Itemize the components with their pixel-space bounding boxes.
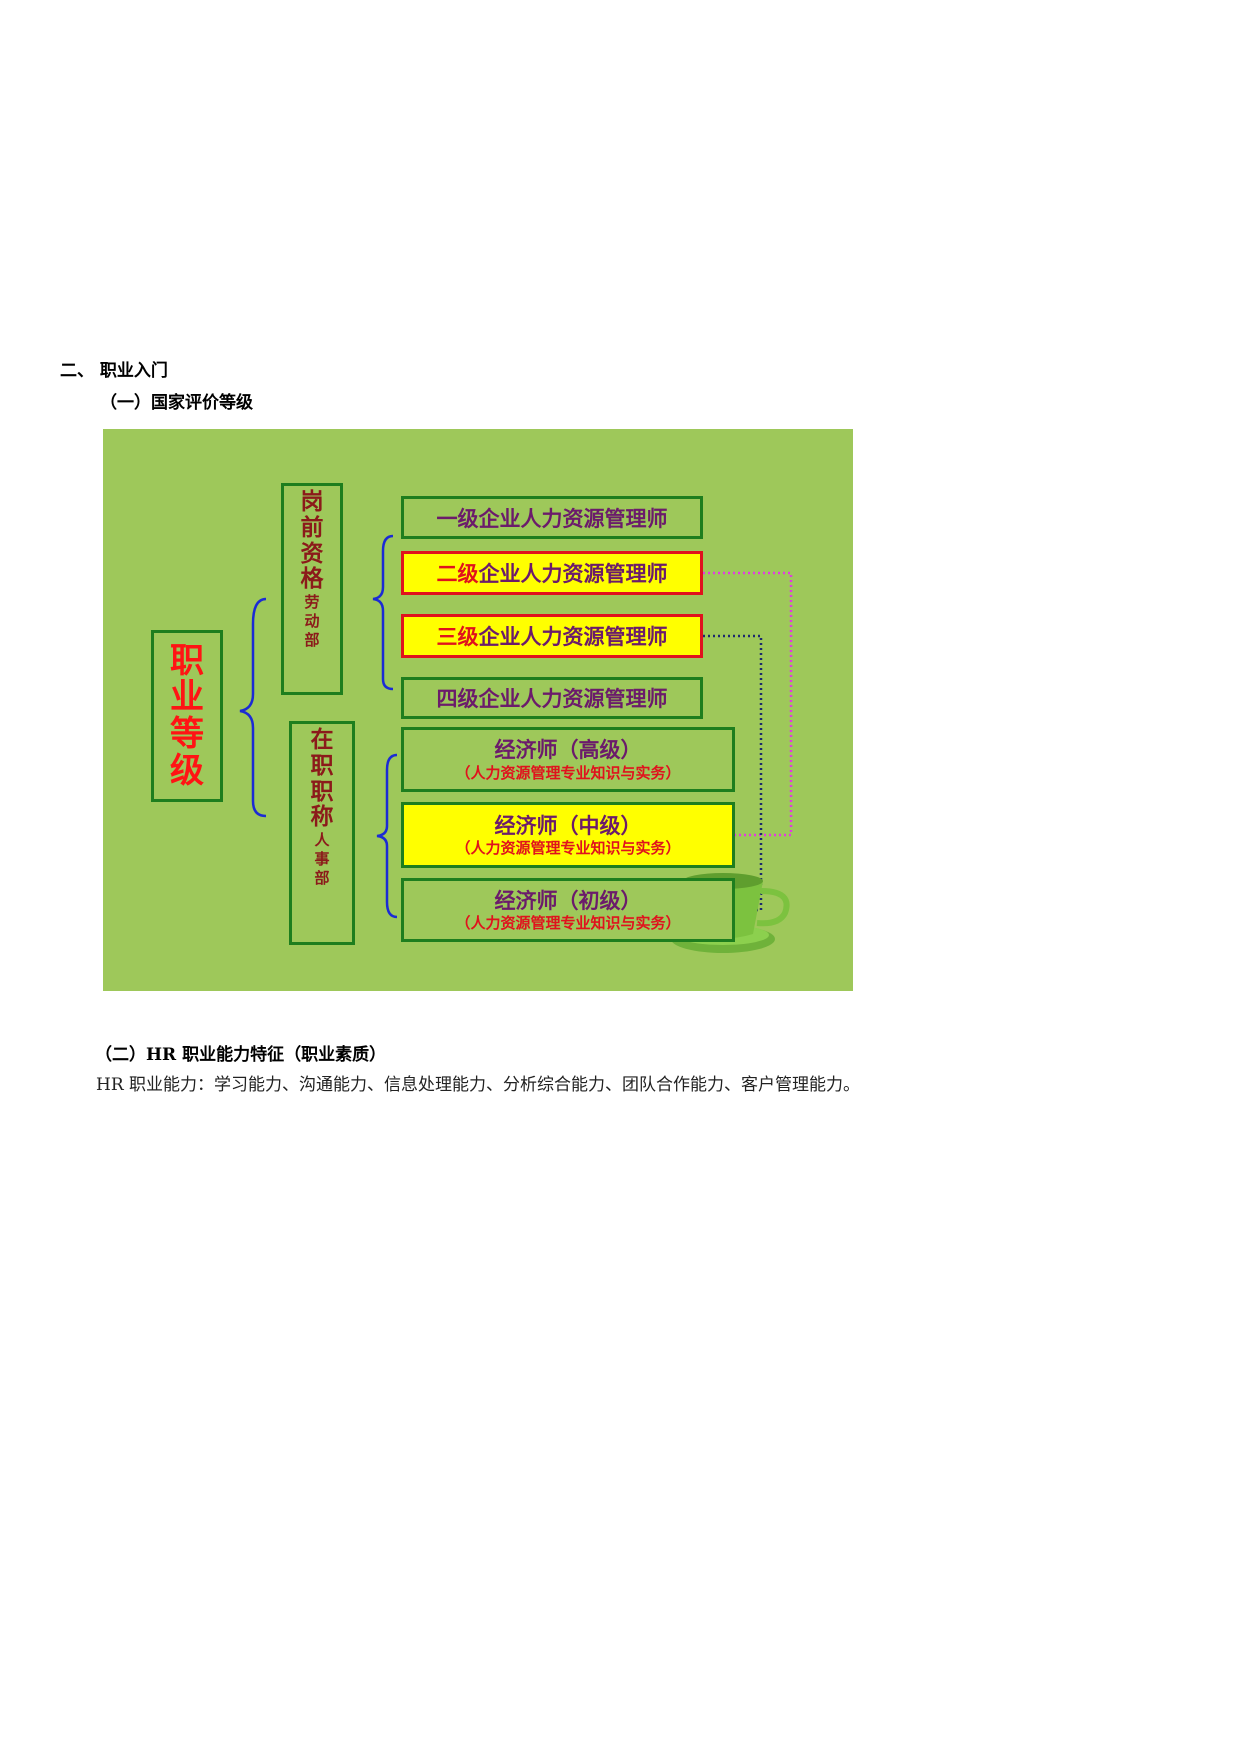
inservice-sub-char: 人: [314, 831, 330, 849]
link-level2-econ-mid: [703, 571, 793, 837]
career-grade-diagram: 职 业 等 级 岗 前 资 格 劳 动 部 在 职 职 称 人 事 部 一级企业…: [103, 429, 853, 991]
brace-main: [239, 597, 267, 818]
inservice-char: 职: [310, 752, 334, 779]
main-char: 业: [170, 677, 204, 718]
level-prefix: 一级: [436, 506, 479, 531]
level-title: 企业人力资源管理师: [478, 506, 668, 531]
brace-pre-job: [372, 534, 394, 691]
level-prefix: 四级: [436, 687, 479, 711]
level-title: 企业人力资源管理师: [478, 625, 668, 649]
level-title: 企业人力资源管理师: [478, 687, 668, 711]
economist-junior: 经济师（初级） （人力资源管理专业知识与实务）: [401, 878, 735, 942]
hr-competency-paragraph: HR 职业能力：学习能力、沟通能力、信息处理能力、分析综合能力、团队合作能力、客…: [96, 1075, 861, 1095]
level-1-hr-manager: 一级企业人力资源管理师: [401, 496, 703, 539]
box-in-service-title: 在 职 职 称 人 事 部: [289, 721, 355, 945]
section-heading-career-entry: 二、 职业入门: [60, 361, 168, 381]
inservice-sub-char: 部: [314, 868, 330, 887]
level-2-hr-manager: 二级企业人力资源管理师: [401, 551, 703, 595]
economist-intermediate: 经济师（中级） （人力资源管理专业知识与实务）: [401, 802, 735, 868]
main-char: 级: [170, 750, 204, 791]
inservice-char: 职: [310, 778, 334, 805]
inservice-sub-char: 事: [314, 849, 330, 868]
level-3-hr-manager: 三级企业人力资源管理师: [401, 614, 703, 658]
pre-sub-char: 动: [304, 611, 320, 630]
box-pre-job-qualification: 岗 前 资 格 劳 动 部: [281, 483, 343, 695]
box-career-grade: 职 业 等 级: [151, 630, 223, 802]
economist-senior: 经济师（高级） （人力资源管理专业知识与实务）: [401, 727, 735, 792]
pre-sub-char: 劳: [304, 593, 320, 611]
economist-title: 经济师（中级）: [494, 813, 642, 838]
economist-subject: （人力资源管理专业知识与实务）: [455, 839, 681, 858]
pre-char: 岗: [300, 489, 324, 515]
level-title: 企业人力资源管理师: [478, 562, 668, 586]
level-prefix: 二级: [436, 562, 479, 586]
economist-subject: （人力资源管理专业知识与实务）: [455, 914, 681, 933]
pre-sub-char: 部: [304, 630, 320, 649]
pre-char: 格: [300, 566, 324, 593]
economist-title: 经济师（初级）: [494, 888, 642, 913]
inservice-char: 在: [310, 727, 334, 753]
economist-title: 经济师（高级）: [494, 738, 642, 763]
level-4-hr-manager: 四级企业人力资源管理师: [401, 677, 703, 719]
economist-subject: （人力资源管理专业知识与实务）: [455, 763, 681, 782]
main-char: 等: [170, 714, 204, 754]
pre-char: 前: [300, 514, 324, 541]
subheading-national-grades: （一）国家评价等级: [100, 393, 253, 413]
inservice-char: 称: [310, 804, 334, 831]
pre-char: 资: [300, 540, 324, 567]
level-prefix: 三级: [436, 625, 479, 649]
main-char: 职: [170, 640, 204, 681]
brace-in-service: [376, 753, 398, 919]
subheading-hr-competencies: （二）HR 职业能力特征（职业素质）: [95, 1045, 387, 1065]
